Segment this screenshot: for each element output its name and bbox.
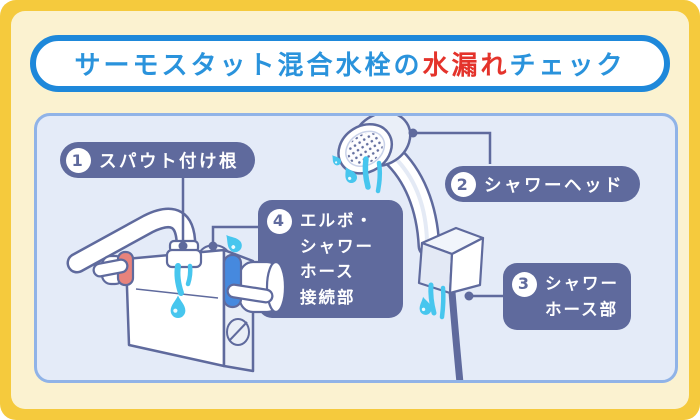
title-part-1: サーモスタット混合水栓の [74,51,423,81]
callout-3-text: シャワー ホース部 [545,271,619,322]
title-part-2: チェック [509,51,626,81]
page-title: サーモスタット混合水栓の水漏れチェック [74,45,625,82]
shower-handle [379,142,441,258]
callout-2-text: シャワーヘッド [484,175,624,196]
callout-shower-hose: 3 シャワー ホース部 [503,263,631,331]
callout-3-line-1: シャワー [545,274,619,293]
number-badge-3: 3 [512,272,537,297]
callout-3-line-2: ホース部 [545,299,619,319]
spout-arm [66,207,197,274]
callout-elbow-hose-connection: 4 エルボ・ シャワー ホース 接続部 [258,200,403,319]
faucet-illustration [66,113,503,383]
spout-leak-water [170,230,245,319]
shower-head [337,113,412,175]
cold-handle [222,253,287,314]
shower-head-leak-water [329,152,383,194]
callout-4-line-1: エルボ・ [300,211,374,230]
hose-leak-water [417,282,446,320]
screw-detail [226,318,250,346]
callout-4-line-2: シャワー [300,236,374,256]
callout-spout-base: 1 スパウト付け根 [60,142,255,178]
callout-4-line-4: 接続部 [300,287,356,307]
number-badge-2: 2 [451,171,476,197]
connector-dots [178,128,474,301]
title-banner: サーモスタット混合水栓の水漏れチェック [30,35,670,92]
title-highlight-leak: 水漏れ [422,51,510,81]
callout-1-text: スパウト付け根 [99,151,239,172]
number-badge-4: 4 [267,209,292,234]
number-badge-1: 1 [66,147,91,173]
callout-4-line-3: ホース [300,262,355,282]
callout-4-text: エルボ・ シャワー ホース 接続部 [300,208,374,310]
shower-hose [448,288,464,383]
connector-lines [181,131,503,298]
hose-holder [417,226,485,295]
hot-handle [92,250,135,287]
callout-shower-head: 2 シャワーヘッド [445,166,640,202]
